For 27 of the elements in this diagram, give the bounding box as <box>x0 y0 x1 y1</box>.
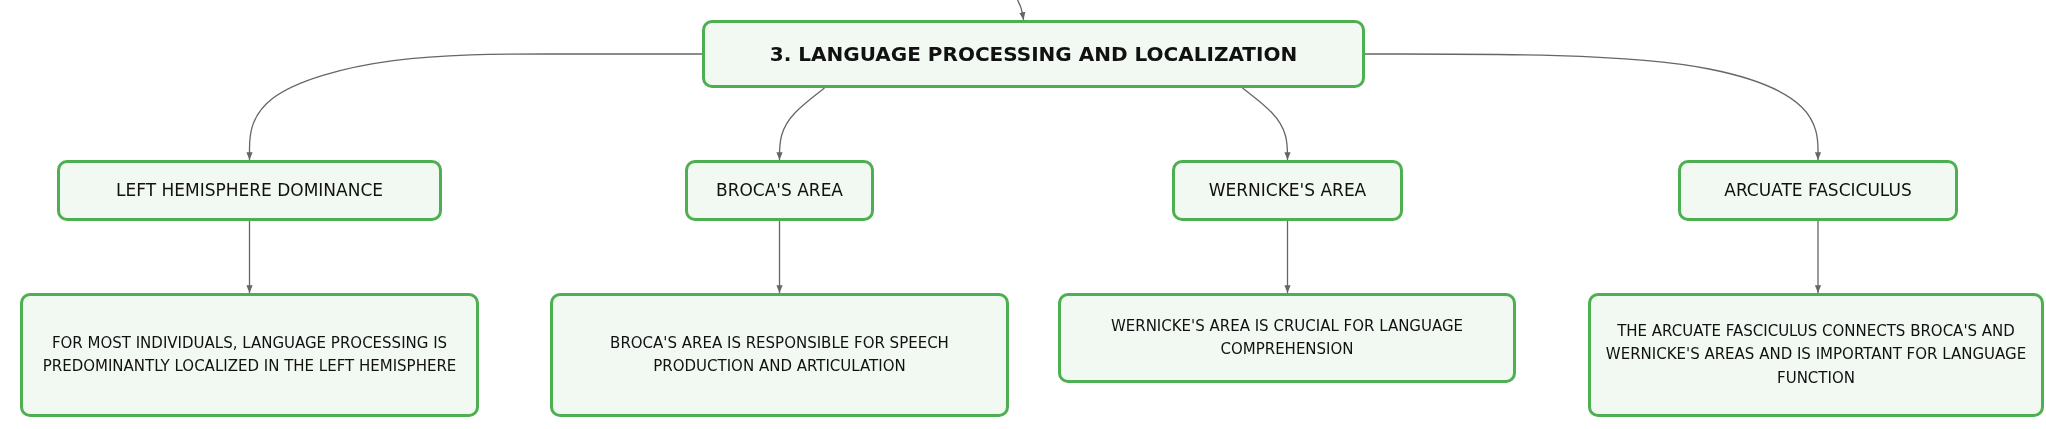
topic-title: 3. LANGUAGE PROCESSING AND LOCALIZATION <box>769 42 1298 66</box>
subtopic-box <box>57 160 442 221</box>
description-box <box>20 293 479 417</box>
connector-arrow <box>1284 220 1291 294</box>
connector-arrow <box>1241 87 1291 161</box>
node-text: LEFT HEMISPHERE DOMINANCE <box>115 180 383 201</box>
node-text: BROCA'S AREA <box>715 180 843 201</box>
connector-arrow <box>246 220 253 294</box>
node-text: WERNICKE'S AREA <box>1208 180 1367 201</box>
description-box <box>1058 293 1516 383</box>
node-text: BROCA'S AREA IS RESPONSIBLE FOR SPEECH PRODUCTION AND ARTICULATION <box>609 332 950 377</box>
connector-arrow <box>1814 220 1822 294</box>
connector-arrow <box>246 53 703 161</box>
node-text: THE ARCUATE FASCICULUS CONNECTS BROCA'S AND WERNICKE'S AREAS AND IS IMPORTANT FOR LANGUAGE FUNCTION <box>1604 321 2028 389</box>
node-text: WERNICKE'S AREA IS CRUCIAL FOR LANGUAGE COMPREHENSION <box>1109 315 1465 360</box>
topic-box <box>702 20 1365 88</box>
connector-arrow <box>1016 0 1026 21</box>
connector-arrow <box>776 87 826 161</box>
connector-arrow <box>776 220 783 294</box>
description-box <box>1588 293 2044 417</box>
node-text: ARCUATE FASCICULUS <box>1724 180 1912 201</box>
subtopic-box <box>685 160 874 221</box>
node-text: FOR MOST INDIVIDUALS, LANGUAGE PROCESSING IS PREDOMINANTLY LOCALIZED IN THE LEFT HEMISPHERE <box>41 332 458 377</box>
connector-arrow <box>1364 53 1822 161</box>
subtopic-box <box>1678 160 1958 221</box>
subtopic-box <box>1172 160 1403 221</box>
description-box <box>550 293 1009 417</box>
